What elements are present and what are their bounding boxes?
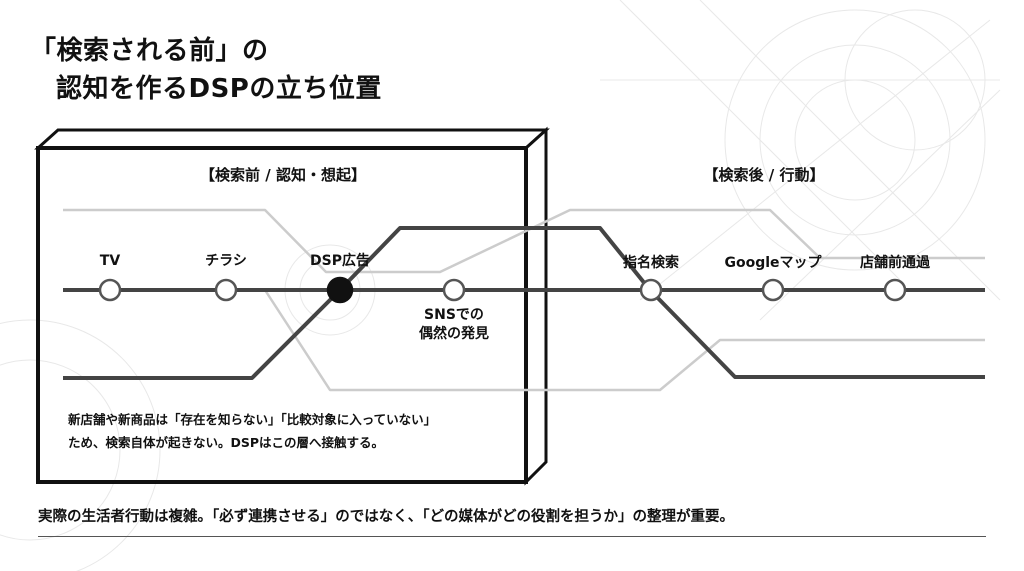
box-note-line-1: 新店舗や新商品は「存在を知らない」「比較対象に入っていない」 bbox=[68, 412, 437, 427]
station-label-store-passing: 店舗前通過 bbox=[860, 255, 930, 271]
background-decor bbox=[0, 0, 1001, 571]
station-label-google-maps: Googleマップ bbox=[724, 255, 822, 271]
box-top-face bbox=[34, 128, 550, 150]
line-light-lower bbox=[263, 289, 985, 392]
box-side-face bbox=[524, 126, 548, 486]
station-marker-sns-discovery bbox=[442, 278, 466, 302]
line-dark-upper bbox=[338, 226, 985, 379]
awareness-box bbox=[34, 126, 550, 486]
footer-text: 実際の生活者行動は複雑。「必ず連携させる」のではなく、「どの媒体がどの役割を担う… bbox=[38, 509, 734, 525]
station-label-sns-discovery: SNSでの 偶然の発見 bbox=[419, 306, 489, 344]
page-title: 「検索される前」の 認知を作るDSPの立ち位置 bbox=[30, 32, 382, 108]
station-label-brand-search: 指名検索 bbox=[623, 255, 679, 271]
stations bbox=[98, 276, 907, 304]
box-front-face bbox=[36, 146, 528, 484]
station-marker-brand-search bbox=[639, 278, 663, 302]
section-label-after-search: 【検索後 / 行動】 bbox=[703, 166, 825, 184]
box-note-line-2: ため、検索自体が起きない。DSPはこの層へ接触する。 bbox=[68, 435, 385, 450]
footer-divider bbox=[38, 536, 986, 537]
title-line-1: 「検索される前」の bbox=[30, 36, 269, 66]
station-label-sns-line-1: SNSでの bbox=[424, 307, 484, 323]
line-light-upper bbox=[63, 208, 985, 274]
station-label-tv: TV bbox=[99, 253, 121, 269]
box-note: 新店舗や新商品は「存在を知らない」「比較対象に入っていない」 ため、検索自体が起… bbox=[68, 408, 508, 454]
line-dark-lower bbox=[63, 288, 342, 380]
station-marker-google-maps bbox=[761, 278, 785, 302]
station-marker-tv bbox=[98, 278, 122, 302]
section-label-before-search: 【検索前 / 認知・想起】 bbox=[200, 166, 366, 184]
station-marker-flyer bbox=[214, 278, 238, 302]
station-label-flyer: チラシ bbox=[205, 253, 247, 269]
station-marker-dsp-ad bbox=[326, 276, 354, 304]
station-label-dsp-ad: DSP広告 bbox=[310, 253, 370, 269]
station-label-sns-line-2: 偶然の発見 bbox=[419, 326, 489, 342]
station-marker-store-passing bbox=[883, 278, 907, 302]
title-line-2: 認知を作るDSPの立ち位置 bbox=[56, 74, 382, 104]
